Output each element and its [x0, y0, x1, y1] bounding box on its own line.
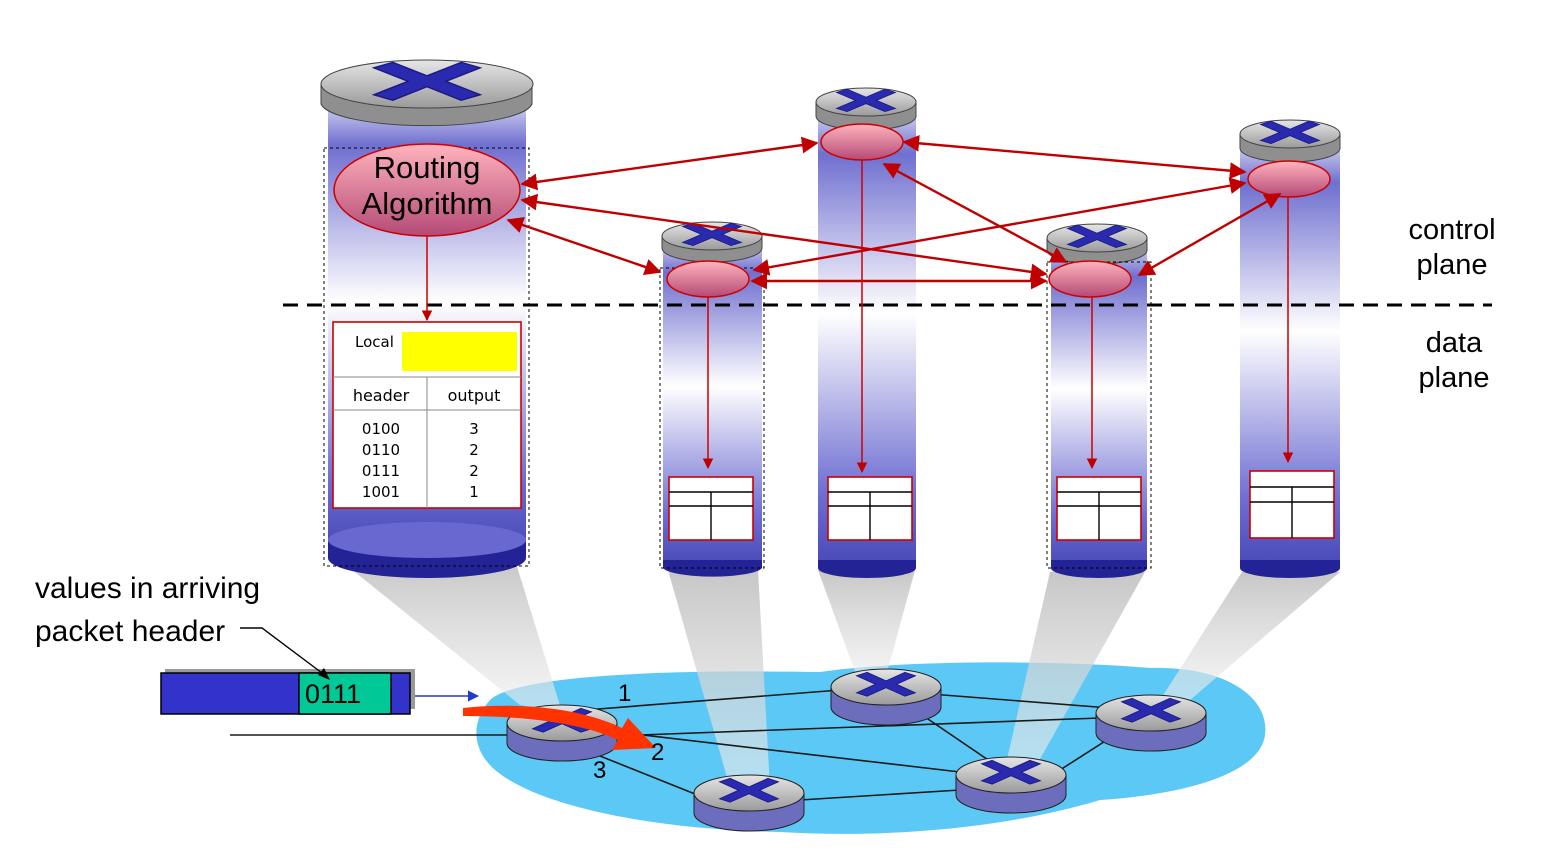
local-control-ellipse	[666, 260, 750, 298]
table-header-col: header	[353, 386, 410, 405]
port-label-3: 3	[593, 757, 606, 784]
control-plane-label-line1: control	[1408, 214, 1495, 246]
routing-algorithm-label-line2: Algorithm	[362, 186, 493, 221]
port-label-1: 1	[618, 680, 631, 707]
forwarding-table: Local header output 0100 3 0110 2 0111 2…	[332, 321, 522, 509]
table-local-label: Local	[355, 333, 394, 351]
forwarding-arrow	[463, 705, 656, 750]
packet-header-value: 0111	[305, 679, 361, 709]
data-plane-label-line1: data	[1426, 327, 1483, 359]
arriving-packet: 0111	[160, 669, 480, 715]
table-cell: 2	[469, 441, 479, 459]
table-cell: 0110	[362, 441, 400, 459]
router-icon	[955, 756, 1067, 814]
router-icon	[1095, 694, 1207, 752]
routing-algorithm-label-line1: Routing	[374, 150, 481, 185]
table-cell: 2	[469, 462, 479, 480]
network-routers	[506, 668, 1207, 832]
table-cell: 0100	[362, 420, 400, 438]
port-label-2: 2	[651, 739, 664, 766]
table-cell: 1	[469, 483, 479, 501]
control-messages	[506, 134, 1282, 290]
arriving-values-label-line2: packet header	[35, 615, 225, 648]
table-install-arrows	[421, 160, 1294, 474]
router-icon	[693, 774, 805, 832]
projection-beams	[340, 560, 1340, 788]
table-cell: 3	[469, 420, 479, 438]
arriving-values-label-line1: values in arriving	[35, 572, 260, 605]
control-plane-label-line2: plane	[1417, 249, 1488, 281]
local-control-ellipse	[820, 123, 904, 161]
table-cell: 0111	[362, 462, 400, 480]
router-icon	[830, 668, 942, 726]
forwarding-table-icon	[668, 470, 1335, 541]
table-output-col: output	[448, 386, 501, 405]
local-control-ellipse	[1048, 260, 1132, 298]
label-pointer	[240, 627, 327, 677]
data-plane-label-line2: plane	[1419, 362, 1490, 394]
table-cell: 1001	[362, 483, 400, 501]
local-control-ellipse	[1247, 160, 1331, 198]
